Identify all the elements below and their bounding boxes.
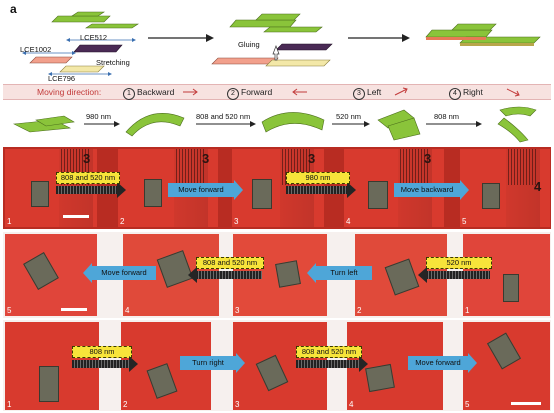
film-lce-arm	[85, 23, 139, 29]
label-stretching: Stretching	[96, 58, 130, 67]
d-arrow-move-forward: Move forward	[408, 353, 477, 373]
b-arrow-move-backward: Move backward	[394, 180, 469, 200]
b-arrow-light-1	[56, 182, 126, 198]
film-lce-tab	[71, 11, 105, 17]
left-glyph	[394, 87, 408, 96]
b-arrow-light-2	[286, 182, 356, 198]
seq-label-980: 980 nm	[86, 112, 112, 121]
panel-d-frame-5: 5	[463, 322, 550, 410]
c-label-520: 520 nm	[426, 257, 492, 269]
scale-bar	[61, 308, 87, 311]
scale-bar	[63, 215, 89, 218]
d-label-808: 808 nm	[72, 346, 132, 358]
right-glyph	[506, 88, 520, 97]
panel-a-schematic	[22, 11, 541, 76]
step3-assembled	[425, 23, 541, 46]
panel-c-frame-5: 5	[5, 234, 97, 316]
label-lce796: LCE796	[48, 74, 76, 83]
seq-label-520: 520 nm	[336, 112, 362, 121]
film-lce512	[73, 44, 123, 53]
gluing-arrow	[272, 45, 280, 61]
film-lce1002	[29, 56, 73, 64]
seq-label-808-520: 808 and 520 nm	[196, 112, 251, 121]
c-label-808-520: 808 and 520 nm	[196, 257, 264, 269]
label-lce512: LCE512	[80, 33, 108, 42]
panel-b-frame-5: 4 5	[460, 149, 550, 227]
moving-direction-title: Moving direction:	[37, 87, 102, 97]
c-arrow-turn-left: Turn left	[307, 263, 372, 283]
forward-glyph	[292, 88, 307, 96]
label-gluing: Gluing	[238, 40, 260, 49]
c-arrow-light-1	[188, 267, 262, 283]
b-label-980: 980 nm	[286, 172, 350, 184]
film-lce796	[59, 65, 105, 73]
d-arrow-light-2	[296, 356, 368, 372]
b-label-808-520: 808 and 520 nm	[56, 172, 120, 184]
film-lce-top	[51, 15, 111, 23]
scale-bar	[511, 402, 541, 405]
panel-a-letter: a	[10, 2, 17, 16]
c-arrow-light-2	[418, 267, 490, 283]
b-arrow-move-forward: Move forward	[168, 180, 243, 200]
label-lce1002: LCE1002	[20, 45, 52, 54]
seq-label-808: 808 nm	[434, 112, 460, 121]
backward-glyph	[183, 88, 198, 96]
d-arrow-light-1	[72, 356, 138, 372]
step1-films	[22, 11, 139, 76]
step2-films	[211, 13, 333, 67]
d-arrow-turn-right: Turn right	[180, 353, 245, 373]
motion-sequence	[12, 106, 537, 143]
d-label-808-520: 808 and 520 nm	[296, 346, 362, 358]
c-arrow-move-forward: Move forward	[83, 263, 156, 283]
